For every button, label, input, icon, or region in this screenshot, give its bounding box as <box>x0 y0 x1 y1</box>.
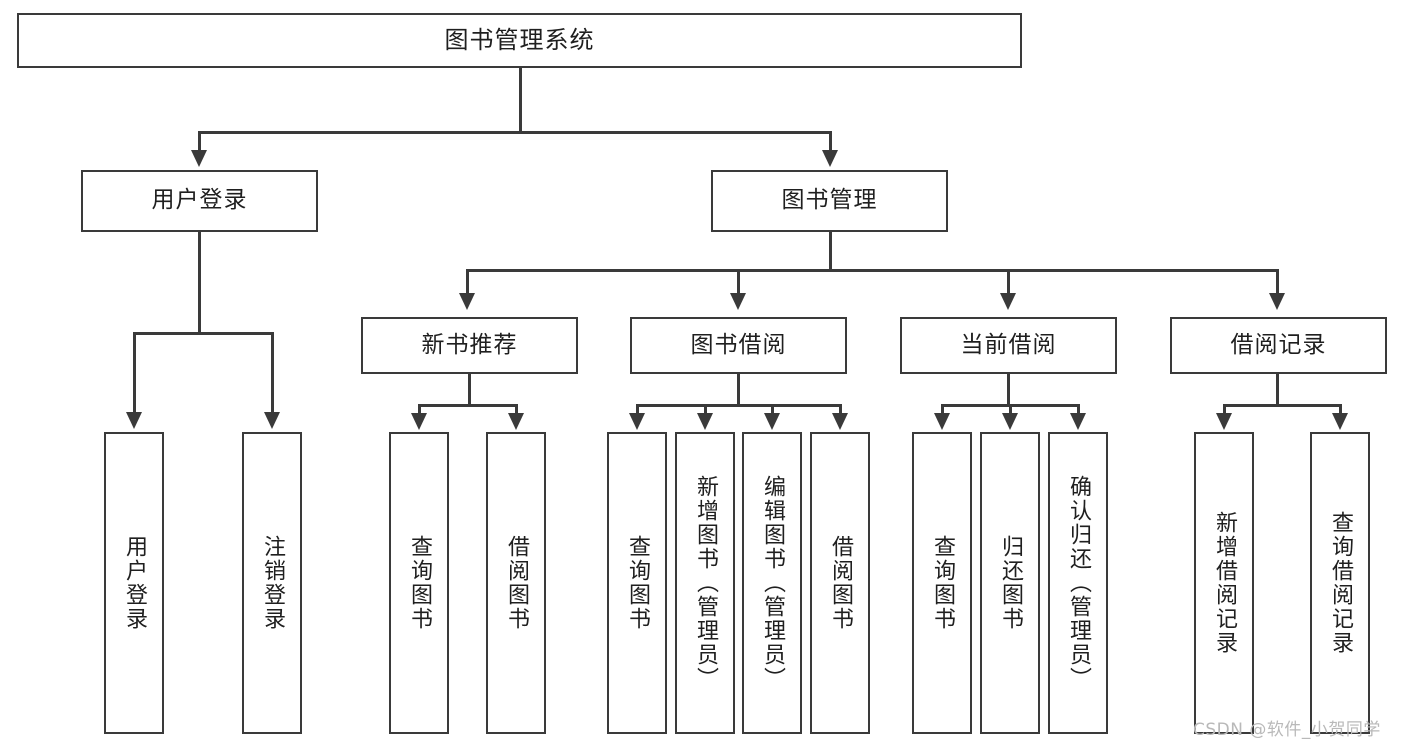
node-leaf-return-book[interactable]: 归还图书 <box>980 432 1040 734</box>
arrowhead-leaf-add-book <box>697 413 713 430</box>
node-label: 查询图书 <box>406 535 432 631</box>
node-current-borrow[interactable]: 当前借阅 <box>900 317 1117 374</box>
connector-user-login-drop-2 <box>271 332 274 415</box>
connector-cb-drop-3 <box>1077 404 1080 416</box>
node-root-system[interactable]: 图书管理系统 <box>17 13 1022 68</box>
connector-bb-drop-4 <box>839 404 842 416</box>
connector-bb-drop-1 <box>636 404 639 416</box>
arrowhead-leaf-query-book-2 <box>629 413 645 430</box>
node-label: 借阅图书 <box>503 535 529 631</box>
node-leaf-add-book[interactable]: 新增图书（管理员） <box>675 432 735 734</box>
connector-bm-drop-4 <box>1276 269 1279 296</box>
node-label: 确认归还（管理员） <box>1065 475 1091 691</box>
node-user-login[interactable]: 用户登录 <box>81 170 318 232</box>
connector-cb-drop-2 <box>1009 404 1012 416</box>
node-label: 用户登录 <box>151 187 248 214</box>
connector-root-to-book-management <box>829 131 832 153</box>
node-book-management[interactable]: 图书管理 <box>711 170 948 232</box>
connector-cb-drop-1 <box>941 404 944 416</box>
connector-bb-drop-3 <box>771 404 774 416</box>
connector-bm-drop-1 <box>466 269 469 296</box>
node-label: 查询借阅记录 <box>1327 511 1353 655</box>
node-leaf-logout[interactable]: 注销登录 <box>242 432 302 734</box>
node-label: 新增借阅记录 <box>1211 511 1237 655</box>
connector-user-login-stem <box>198 232 201 334</box>
connector-root-bus <box>198 131 831 134</box>
node-leaf-borrow-book-2[interactable]: 借阅图书 <box>810 432 870 734</box>
node-leaf-query-book-3[interactable]: 查询图书 <box>912 432 972 734</box>
node-leaf-user-login[interactable]: 用户登录 <box>104 432 164 734</box>
arrowhead-leaf-add-record <box>1216 413 1232 430</box>
node-leaf-query-book-1[interactable]: 查询图书 <box>389 432 449 734</box>
connector-book-management-bus <box>466 269 1278 272</box>
connector-br-drop-1 <box>1223 404 1226 416</box>
arrowhead-leaf-borrow-book-1 <box>508 413 524 430</box>
node-label: 归还图书 <box>997 535 1023 631</box>
arrowhead-book-management <box>822 150 838 167</box>
node-label: 当前借阅 <box>960 331 1057 358</box>
arrowhead-leaf-edit-book <box>764 413 780 430</box>
connector-bb-stem <box>737 374 740 406</box>
arrowhead-current-borrow <box>1000 293 1016 310</box>
connector-root-stem <box>519 68 522 133</box>
arrowhead-leaf-return-book <box>1002 413 1018 430</box>
node-label: 借阅记录 <box>1230 331 1327 358</box>
node-label: 注销登录 <box>259 535 285 631</box>
arrowhead-leaf-user-login <box>126 412 142 429</box>
node-label: 新增图书（管理员） <box>692 475 718 691</box>
connector-br-bus <box>1223 404 1341 407</box>
arrowhead-borrow-record <box>1269 293 1285 310</box>
csdn-watermark: CSDN @软件_小贺同学 <box>1193 715 1381 740</box>
connector-br-drop-2 <box>1339 404 1342 416</box>
watermark-text: CSDN @软件_小贺同学 <box>1193 720 1381 740</box>
node-label: 用户登录 <box>121 535 147 631</box>
node-label: 借阅图书 <box>827 535 853 631</box>
node-book-borrow[interactable]: 图书借阅 <box>630 317 847 374</box>
connector-bb-drop-2 <box>704 404 707 416</box>
arrowhead-user-login <box>191 150 207 167</box>
node-leaf-query-book-2[interactable]: 查询图书 <box>607 432 667 734</box>
connector-cb-stem <box>1007 374 1010 406</box>
node-label: 图书借阅 <box>690 331 787 358</box>
node-leaf-query-record[interactable]: 查询借阅记录 <box>1310 432 1370 734</box>
node-new-book-recommend[interactable]: 新书推荐 <box>361 317 578 374</box>
connector-nbr-drop-1 <box>418 404 421 416</box>
connector-user-login-drop-1 <box>133 332 136 415</box>
connector-nbr-bus <box>418 404 518 407</box>
node-label: 图书管理 <box>781 187 878 214</box>
node-label: 查询图书 <box>929 535 955 631</box>
arrowhead-leaf-query-book-3 <box>934 413 950 430</box>
node-leaf-add-record[interactable]: 新增借阅记录 <box>1194 432 1254 734</box>
connector-br-stem <box>1276 374 1279 406</box>
node-label: 新书推荐 <box>421 331 518 358</box>
node-label: 图书管理系统 <box>444 26 595 55</box>
arrowhead-book-borrow <box>730 293 746 310</box>
node-leaf-borrow-book-1[interactable]: 借阅图书 <box>486 432 546 734</box>
connector-root-to-user-login <box>198 131 201 153</box>
node-label: 编辑图书（管理员） <box>759 475 785 691</box>
arrowhead-leaf-query-record <box>1332 413 1348 430</box>
arrowhead-leaf-borrow-book-2 <box>832 413 848 430</box>
arrowhead-new-book-recommend <box>459 293 475 310</box>
arrowhead-leaf-confirm-return <box>1070 413 1086 430</box>
connector-nbr-drop-2 <box>515 404 518 416</box>
connector-book-management-stem <box>829 232 832 272</box>
connector-bm-drop-2 <box>737 269 740 296</box>
connector-user-login-bus <box>133 332 273 335</box>
node-label: 查询图书 <box>624 535 650 631</box>
node-borrow-record[interactable]: 借阅记录 <box>1170 317 1387 374</box>
connector-bb-bus <box>636 404 841 407</box>
node-leaf-edit-book[interactable]: 编辑图书（管理员） <box>742 432 802 734</box>
arrowhead-leaf-query-book-1 <box>411 413 427 430</box>
connector-nbr-stem <box>468 374 471 406</box>
connector-bm-drop-3 <box>1007 269 1010 296</box>
arrowhead-leaf-logout <box>264 412 280 429</box>
node-leaf-confirm-return[interactable]: 确认归还（管理员） <box>1048 432 1108 734</box>
